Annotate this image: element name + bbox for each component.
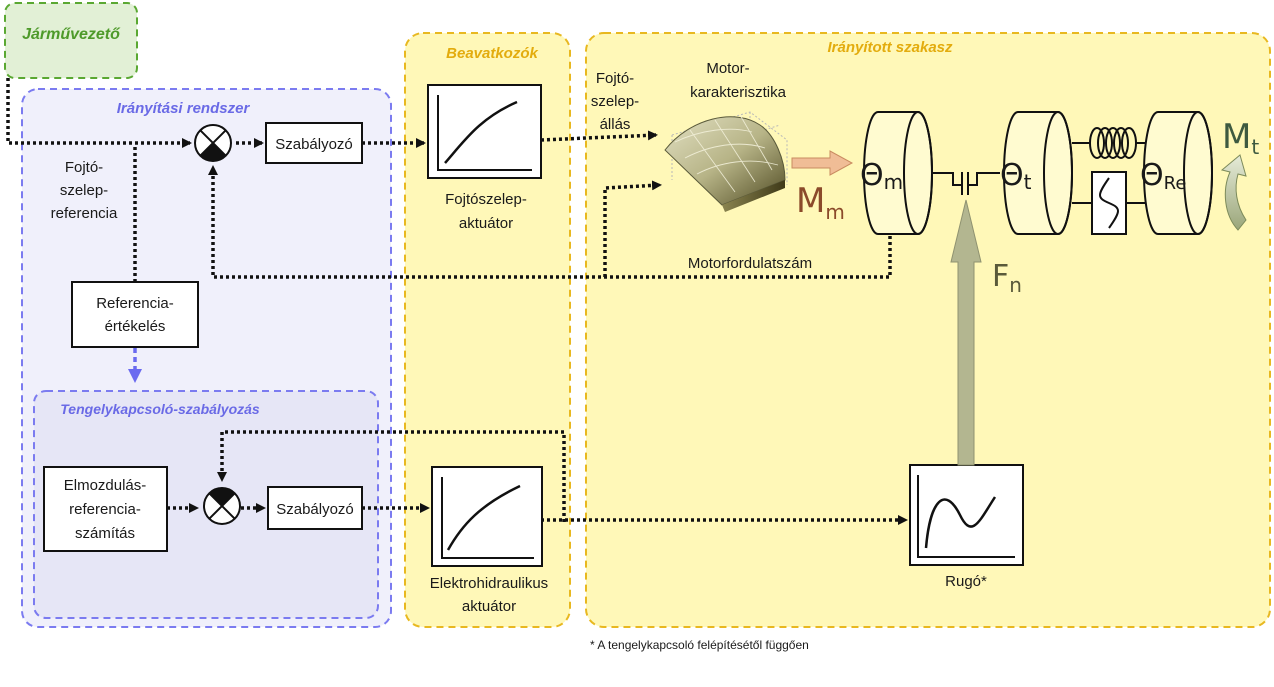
eh-actuator-line-1: Elektrohidraulikus <box>430 575 548 592</box>
engine-torque-arrow <box>791 150 854 176</box>
footnote: * A tengelykapcsoló felépítésétől függőe… <box>590 638 809 652</box>
normal-force-symbol: Fn <box>992 259 1022 297</box>
engine-torque-symbol: Mm <box>796 181 845 224</box>
ref-eval-line-1: Referencia- <box>96 295 174 312</box>
theta-t-sub: t <box>1024 170 1032 194</box>
ref-eval-block: Referencia- értékelés <box>71 281 199 348</box>
summing-junction-bottom <box>203 487 241 525</box>
driver-title: Járművezető <box>22 26 121 43</box>
throttle-actuator-line-1: Fojtószelep- <box>445 191 527 208</box>
inertia-cylinder-transmission <box>1003 111 1073 235</box>
disp-ref-line-2: referencia- <box>69 501 141 518</box>
eh-actuator-line-2: aktuátor <box>462 598 516 615</box>
theta-m-base: Θ <box>860 158 884 193</box>
throttle-actuator-line-2: aktuátor <box>459 215 513 232</box>
normal-force-arrow <box>950 199 982 466</box>
actuators-title: Beavatkozók <box>446 45 538 62</box>
theta-m-symbol: Θm <box>860 158 903 194</box>
throttle-pos-line-1: Fojtó- <box>596 70 634 87</box>
plant-title: Irányított szakasz <box>827 39 953 56</box>
disp-ref-line-3: számítás <box>75 525 135 542</box>
theta-t-symbol: Θt <box>1000 158 1032 194</box>
controller-bottom-label: Szabályozó <box>276 501 354 518</box>
disp-ref-block: Elmozdulás- referencia- számítás <box>43 466 168 552</box>
engine-torque-sub: m <box>825 200 844 224</box>
disp-ref-line-1: Elmozdulás- <box>64 477 147 494</box>
eh-actuator-block <box>431 466 543 567</box>
engine-map-surface <box>664 111 788 212</box>
summing-junction-top <box>194 124 232 162</box>
throttle-ref-line-1: Fojtó- <box>65 159 103 176</box>
theta-m-sub: m <box>884 170 903 194</box>
clutch <box>932 172 1000 195</box>
control-system-title: Irányítási rendszer <box>117 100 251 117</box>
controller-top-block: Szabályozó <box>265 122 363 164</box>
engine-map-line-1: Motor- <box>706 60 749 77</box>
inertia-cylinder-load <box>1143 111 1213 235</box>
controller-bottom-block: Szabályozó <box>267 486 363 530</box>
spring-label: Rugó* <box>945 573 987 590</box>
throttle-ref-line-3: referencia <box>51 205 118 222</box>
engine-speed-label: Motorfordulatszám <box>688 255 812 272</box>
throttle-ref-line-2: szelep- <box>60 182 108 199</box>
signal-lines <box>6 78 908 525</box>
throttle-pos-line-2: szelep- <box>591 93 639 110</box>
load-torque-arrow <box>1220 154 1247 231</box>
engine-map-line-2: karakterisztika <box>690 84 787 101</box>
load-torque-symbol: Mt <box>1222 117 1259 159</box>
clutch-control-title: Tengelykapcsoló-szabályozás <box>60 401 260 417</box>
theta-t-base: Θ <box>1000 158 1024 193</box>
load-torque-base: M <box>1222 117 1251 157</box>
shaft-spring-damper <box>1072 127 1146 235</box>
load-torque-sub: t <box>1251 135 1259 159</box>
ref-eval-line-2: értékelés <box>105 318 166 335</box>
engine-torque-base: M <box>796 181 825 221</box>
controller-top-label: Szabályozó <box>275 136 353 153</box>
normal-force-sub: n <box>1009 273 1022 297</box>
throttle-actuator-block <box>427 84 542 179</box>
theta-re-base: Θ <box>1140 158 1164 193</box>
driver-group <box>4 2 138 79</box>
theta-re-symbol: ΘRe <box>1140 158 1186 194</box>
theta-re-sub: Re <box>1164 173 1187 194</box>
normal-force-base: F <box>992 259 1009 294</box>
throttle-pos-line-3: állás <box>600 116 631 133</box>
spring-block <box>909 464 1024 566</box>
